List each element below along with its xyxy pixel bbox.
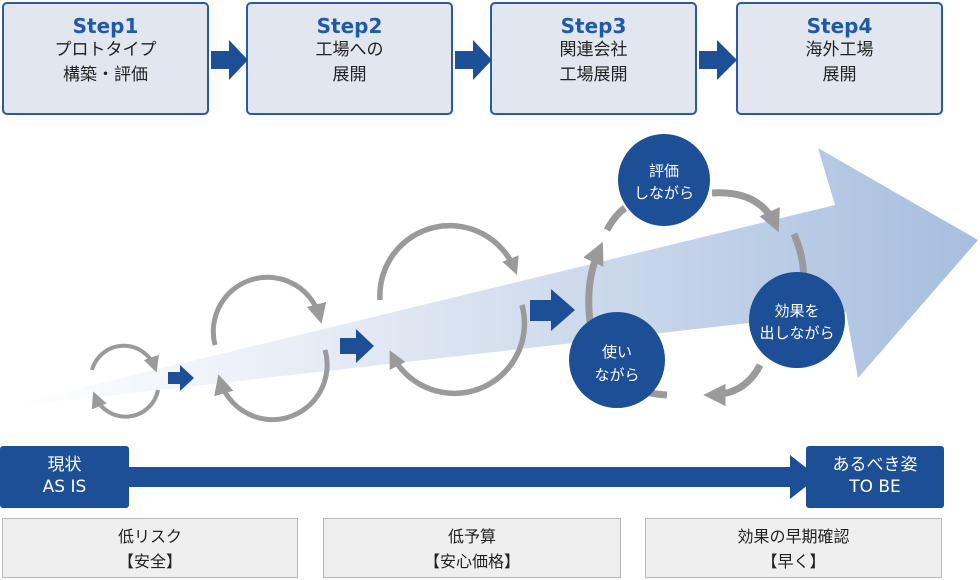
step-label-line2: 工場展開 bbox=[559, 65, 628, 85]
step-label-line2: 展開 bbox=[822, 65, 857, 85]
benefit-box-low-risk: 低リスク 【安全】 bbox=[2, 518, 298, 578]
step-title: Step2 bbox=[316, 14, 383, 38]
step-title: Step1 bbox=[72, 14, 139, 38]
cycle-icon-2 bbox=[210, 274, 330, 423]
current-state-title: 現状 bbox=[47, 455, 82, 475]
step-arrow-2 bbox=[455, 40, 492, 80]
cycle-icon-3 bbox=[377, 222, 528, 397]
step-label-line2: 構築・評価 bbox=[63, 65, 148, 85]
timeline-arrow bbox=[120, 455, 818, 499]
stage-label-effect-2: 出しながら bbox=[759, 324, 834, 342]
target-state-label: あるべき姿 TO BE bbox=[806, 446, 944, 508]
step-3-box: Step3 関連会社 工場展開 bbox=[490, 2, 697, 115]
benefit-subtitle: 【安全】 bbox=[117, 552, 182, 571]
benefit-title: 低リスク bbox=[117, 527, 182, 546]
step-label-line2: 展開 bbox=[332, 65, 367, 85]
stage-label-use-2: ながら bbox=[594, 366, 639, 384]
step-arrow-3 bbox=[699, 40, 737, 80]
benefit-title: 低予算 bbox=[447, 527, 496, 546]
stage-label-evaluate-2: しながら bbox=[634, 184, 694, 202]
stage-circle-evaluate bbox=[618, 134, 710, 226]
benefit-box-early-effect: 効果の早期確認 【早く】 bbox=[645, 518, 942, 578]
progress-arrow-2 bbox=[340, 329, 374, 363]
progress-arrow-1 bbox=[168, 365, 194, 391]
step-label-line1: 海外工場 bbox=[805, 40, 874, 60]
benefit-subtitle: 【安心価格】 bbox=[423, 552, 520, 571]
step-label-line1: 関連会社 bbox=[559, 40, 628, 60]
step-title: Step3 bbox=[560, 14, 627, 38]
current-state-subtitle: AS IS bbox=[42, 477, 87, 497]
stage-label-effect-1: 効果を bbox=[774, 302, 819, 320]
benefit-box-low-budget: 低予算 【安心価格】 bbox=[323, 518, 621, 578]
stage-circle-use bbox=[569, 312, 665, 408]
progress-arrow-3 bbox=[530, 289, 575, 331]
benefit-subtitle: 【早く】 bbox=[761, 552, 826, 571]
step-2-box: Step2 工場への 展開 bbox=[246, 2, 453, 115]
current-state-label: 現状 AS IS bbox=[0, 446, 129, 508]
step-label-line1: 工場への bbox=[315, 40, 384, 60]
cycle-icon-1 bbox=[90, 343, 160, 419]
target-state-title: あるべき姿 bbox=[832, 455, 918, 475]
growth-arrow bbox=[10, 148, 978, 407]
step-title: Step4 bbox=[806, 14, 873, 38]
step-1-box: Step1 プロトタイプ 構築・評価 bbox=[2, 2, 209, 115]
cycle-large bbox=[583, 189, 807, 407]
benefit-title: 効果の早期確認 bbox=[737, 527, 850, 546]
target-state-subtitle: TO BE bbox=[849, 477, 901, 497]
stage-circle-effect bbox=[749, 272, 845, 368]
step-label-line1: プロトタイプ bbox=[54, 40, 157, 60]
stage-label-use-1: 使い bbox=[602, 343, 632, 361]
stage-label-evaluate-1: 評価 bbox=[649, 162, 679, 180]
step-4-box: Step4 海外工場 展開 bbox=[736, 2, 943, 115]
step-arrow-1 bbox=[211, 40, 248, 80]
